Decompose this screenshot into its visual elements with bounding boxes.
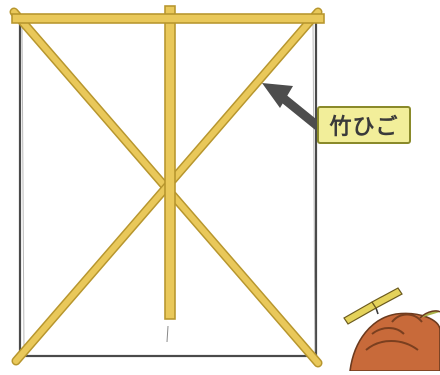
bamboo-stick-vertical xyxy=(165,6,175,319)
bamboo-stick-label-text: 竹ひご xyxy=(329,109,398,141)
bamboo-shoot-character-with-propeller-icon xyxy=(344,288,440,371)
bamboo-stick-horizontal xyxy=(12,14,324,23)
bamboo-stick-label: 竹ひご xyxy=(317,106,411,144)
